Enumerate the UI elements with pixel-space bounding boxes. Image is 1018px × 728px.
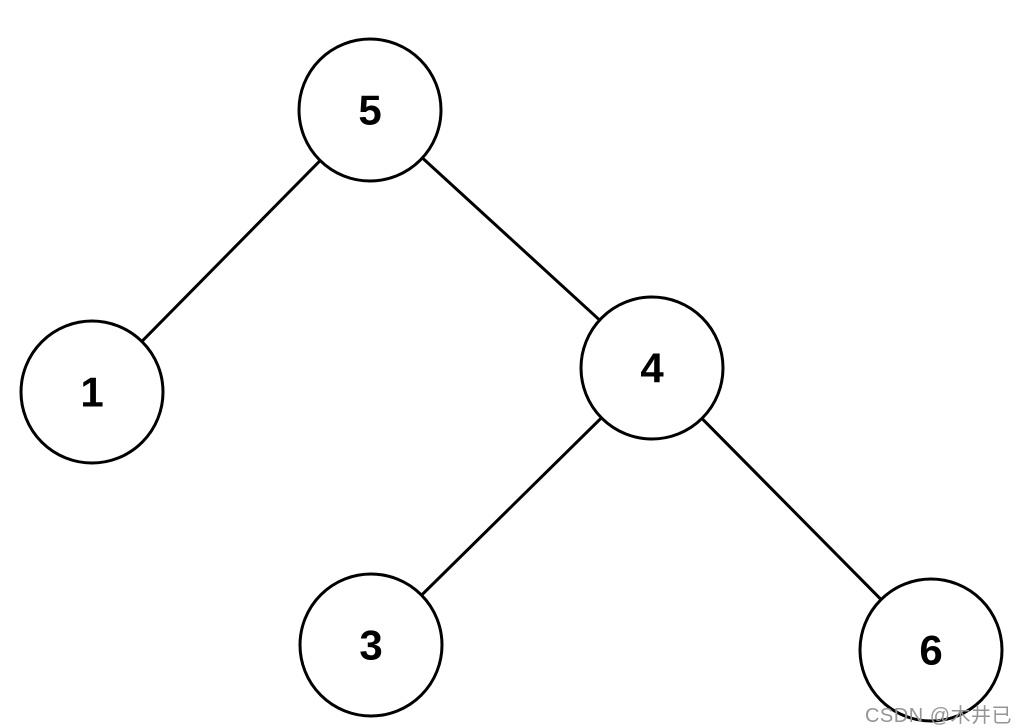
tree-node-label-1: 1 [80, 369, 103, 416]
csdn-watermark: CSDN @木井已 [864, 705, 1012, 727]
tree-node-circle-1 [19, 319, 165, 465]
tree-node-label-6: 6 [919, 627, 942, 674]
tree-node-circle-6 [858, 577, 1004, 723]
tree-nodes-layer: 5 1 4 3 6 [19, 37, 1004, 723]
tree-node-3: 3 [298, 572, 444, 718]
tree-edges-layer [90, 108, 933, 652]
tree-node-circle-5 [297, 37, 443, 183]
tree-node-6: 6 [858, 577, 1004, 723]
tree-node-circle-4 [579, 295, 725, 441]
tree-node-5: 5 [297, 37, 443, 183]
tree-node-label-4: 4 [640, 345, 664, 392]
tree-node-4: 4 [579, 295, 725, 441]
tree-node-1: 1 [19, 319, 165, 465]
tree-node-label-3: 3 [359, 622, 382, 669]
tree-node-circle-3 [298, 572, 444, 718]
tree-node-label-5: 5 [358, 87, 381, 134]
